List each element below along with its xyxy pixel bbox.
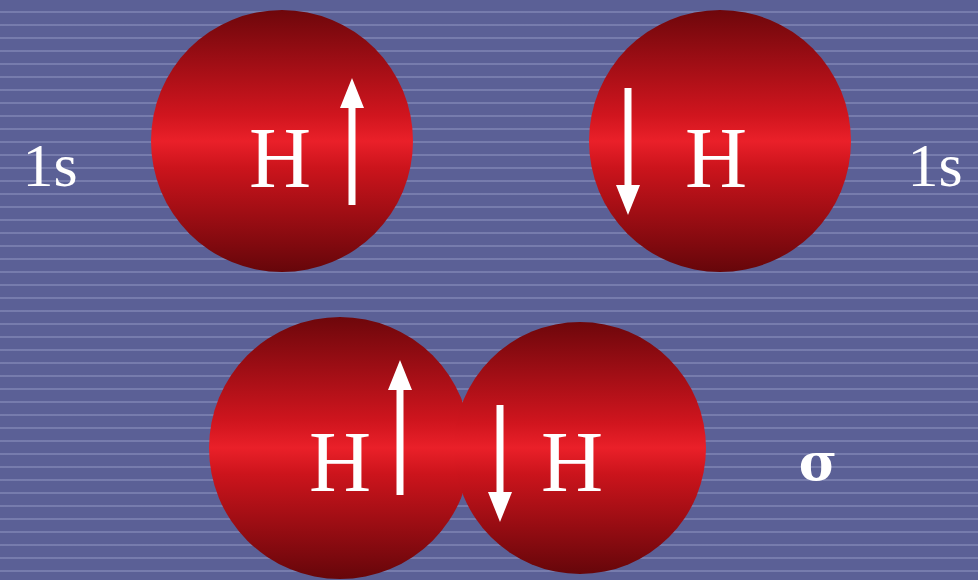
spin-arrow (497, 405, 504, 494)
hydrogen-atom: H (208, 316, 472, 580)
orbital-label: 1s (22, 134, 77, 196)
spin-arrowhead (388, 360, 412, 390)
hydrogen-atom: H (150, 9, 414, 273)
hydrogen-atom: H (588, 9, 852, 273)
atom-symbol: H (541, 419, 603, 505)
orbital-label: 1s (907, 134, 962, 196)
spin-arrowhead (488, 492, 512, 522)
bond-label: σ (799, 436, 837, 488)
hydrogen-atom: H (453, 321, 707, 575)
spin-arrow (625, 88, 632, 187)
spin-arrow (397, 388, 404, 495)
spin-arrowhead (616, 185, 640, 215)
atom-symbol: H (249, 115, 311, 201)
spin-arrow (349, 106, 356, 205)
atom-symbol: H (685, 115, 747, 201)
atom-symbol: H (309, 419, 371, 505)
spin-arrowhead (340, 78, 364, 108)
